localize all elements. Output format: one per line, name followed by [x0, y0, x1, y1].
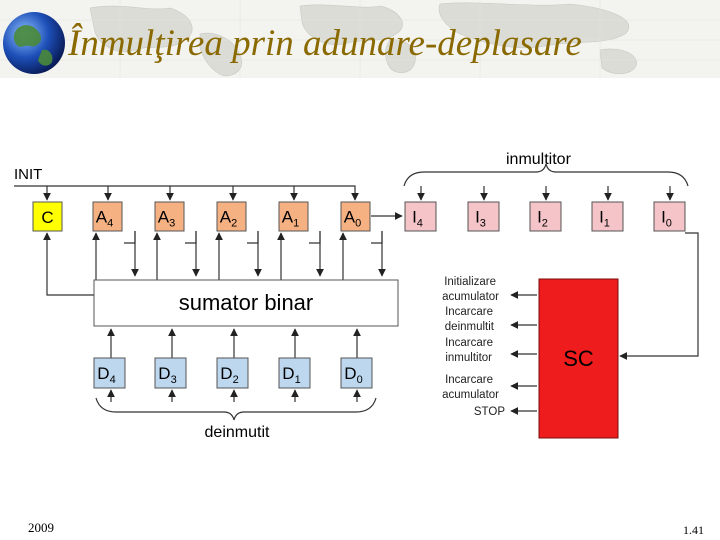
multiplier-taps — [417, 186, 674, 201]
adder-label: sumator binar — [179, 290, 314, 315]
svg-text:C: C — [41, 208, 53, 227]
multiplicand-register-row: D4 D3 D2 D1 D0 — [93, 357, 373, 389]
multiplier-bit-feedback-arrow — [619, 232, 699, 360]
accumulator-register: A4 — [92, 201, 123, 232]
carry-register: C — [32, 201, 63, 232]
sequential-controller: SC — [538, 278, 619, 439]
multiplier-register: I1 — [591, 201, 624, 232]
carry-feedback-arrow — [43, 232, 94, 296]
accumulator-to-adder-arrows — [124, 231, 386, 277]
multiplier-register-row: I4 I3 I2 I1 I0 — [404, 201, 686, 232]
signal-text: inmultitor — [445, 352, 492, 364]
title-band: Înmulţirea prin adunare-deplasare — [0, 0, 720, 78]
multiplier-register: I2 — [529, 201, 562, 232]
footer-year: 2009 — [28, 520, 54, 535]
signal-text: acumulator — [442, 291, 499, 303]
multiplicand-taps — [107, 389, 361, 402]
multiplicand-label: deinmutit — [205, 424, 270, 441]
globe-logo-icon — [3, 12, 65, 74]
control-signal-labels: Initializare acumulator Incarcare deinmu… — [442, 276, 505, 418]
svg-text:I0: I0 — [661, 208, 672, 230]
svg-text:I2: I2 — [537, 208, 548, 230]
signal-text: Incarcare — [445, 374, 493, 386]
multiplicand-register: D0 — [340, 357, 373, 389]
multiplier-brace — [403, 163, 689, 187]
signal-text: Incarcare — [445, 337, 493, 349]
multiplier-register: I3 — [467, 201, 500, 232]
init-line — [14, 185, 359, 201]
slide-title: Înmulţirea prin adunare-deplasare — [68, 23, 582, 64]
multiplicand-brace — [95, 397, 377, 421]
multiplicand-register: D2 — [216, 357, 249, 389]
control-signal-arrows — [510, 291, 537, 415]
multiplicand-register: D3 — [154, 357, 187, 389]
svg-text:I1: I1 — [599, 208, 610, 230]
multiplier-register: I4 — [404, 201, 437, 232]
accumulator-register: A1 — [278, 201, 309, 232]
svg-text:I3: I3 — [475, 208, 486, 230]
accumulator-register: A0 — [340, 201, 371, 232]
adder-to-accumulator-arrows — [92, 232, 347, 280]
signal-text: Incarcare — [445, 306, 493, 318]
signal-text: STOP — [474, 406, 505, 418]
signal-text: deinmultit — [445, 321, 495, 333]
multiplicand-register: D1 — [278, 357, 311, 389]
svg-text:I4: I4 — [412, 208, 423, 230]
signal-text: acumulator — [442, 389, 499, 401]
accumulator-register: A2 — [216, 201, 247, 232]
init-label: INIT — [14, 166, 42, 183]
multiplier-label: inmultitor — [506, 151, 572, 168]
init-taps — [43, 186, 298, 201]
accumulator-register-row: A4 A3 A2 A1 A0 — [92, 201, 371, 232]
multiplicand-to-adder-arrows — [107, 328, 361, 358]
footer-page-number: 1.41 — [683, 523, 704, 537]
binary-adder: sumator binar — [93, 279, 399, 327]
multiplicand-register: D4 — [93, 357, 126, 389]
accumulator-register: A3 — [154, 201, 185, 232]
signal-text: Initializare — [444, 276, 496, 288]
multiplier-register: I0 — [653, 201, 686, 232]
controller-label: SC — [563, 346, 594, 371]
world-map-background — [0, 0, 720, 78]
